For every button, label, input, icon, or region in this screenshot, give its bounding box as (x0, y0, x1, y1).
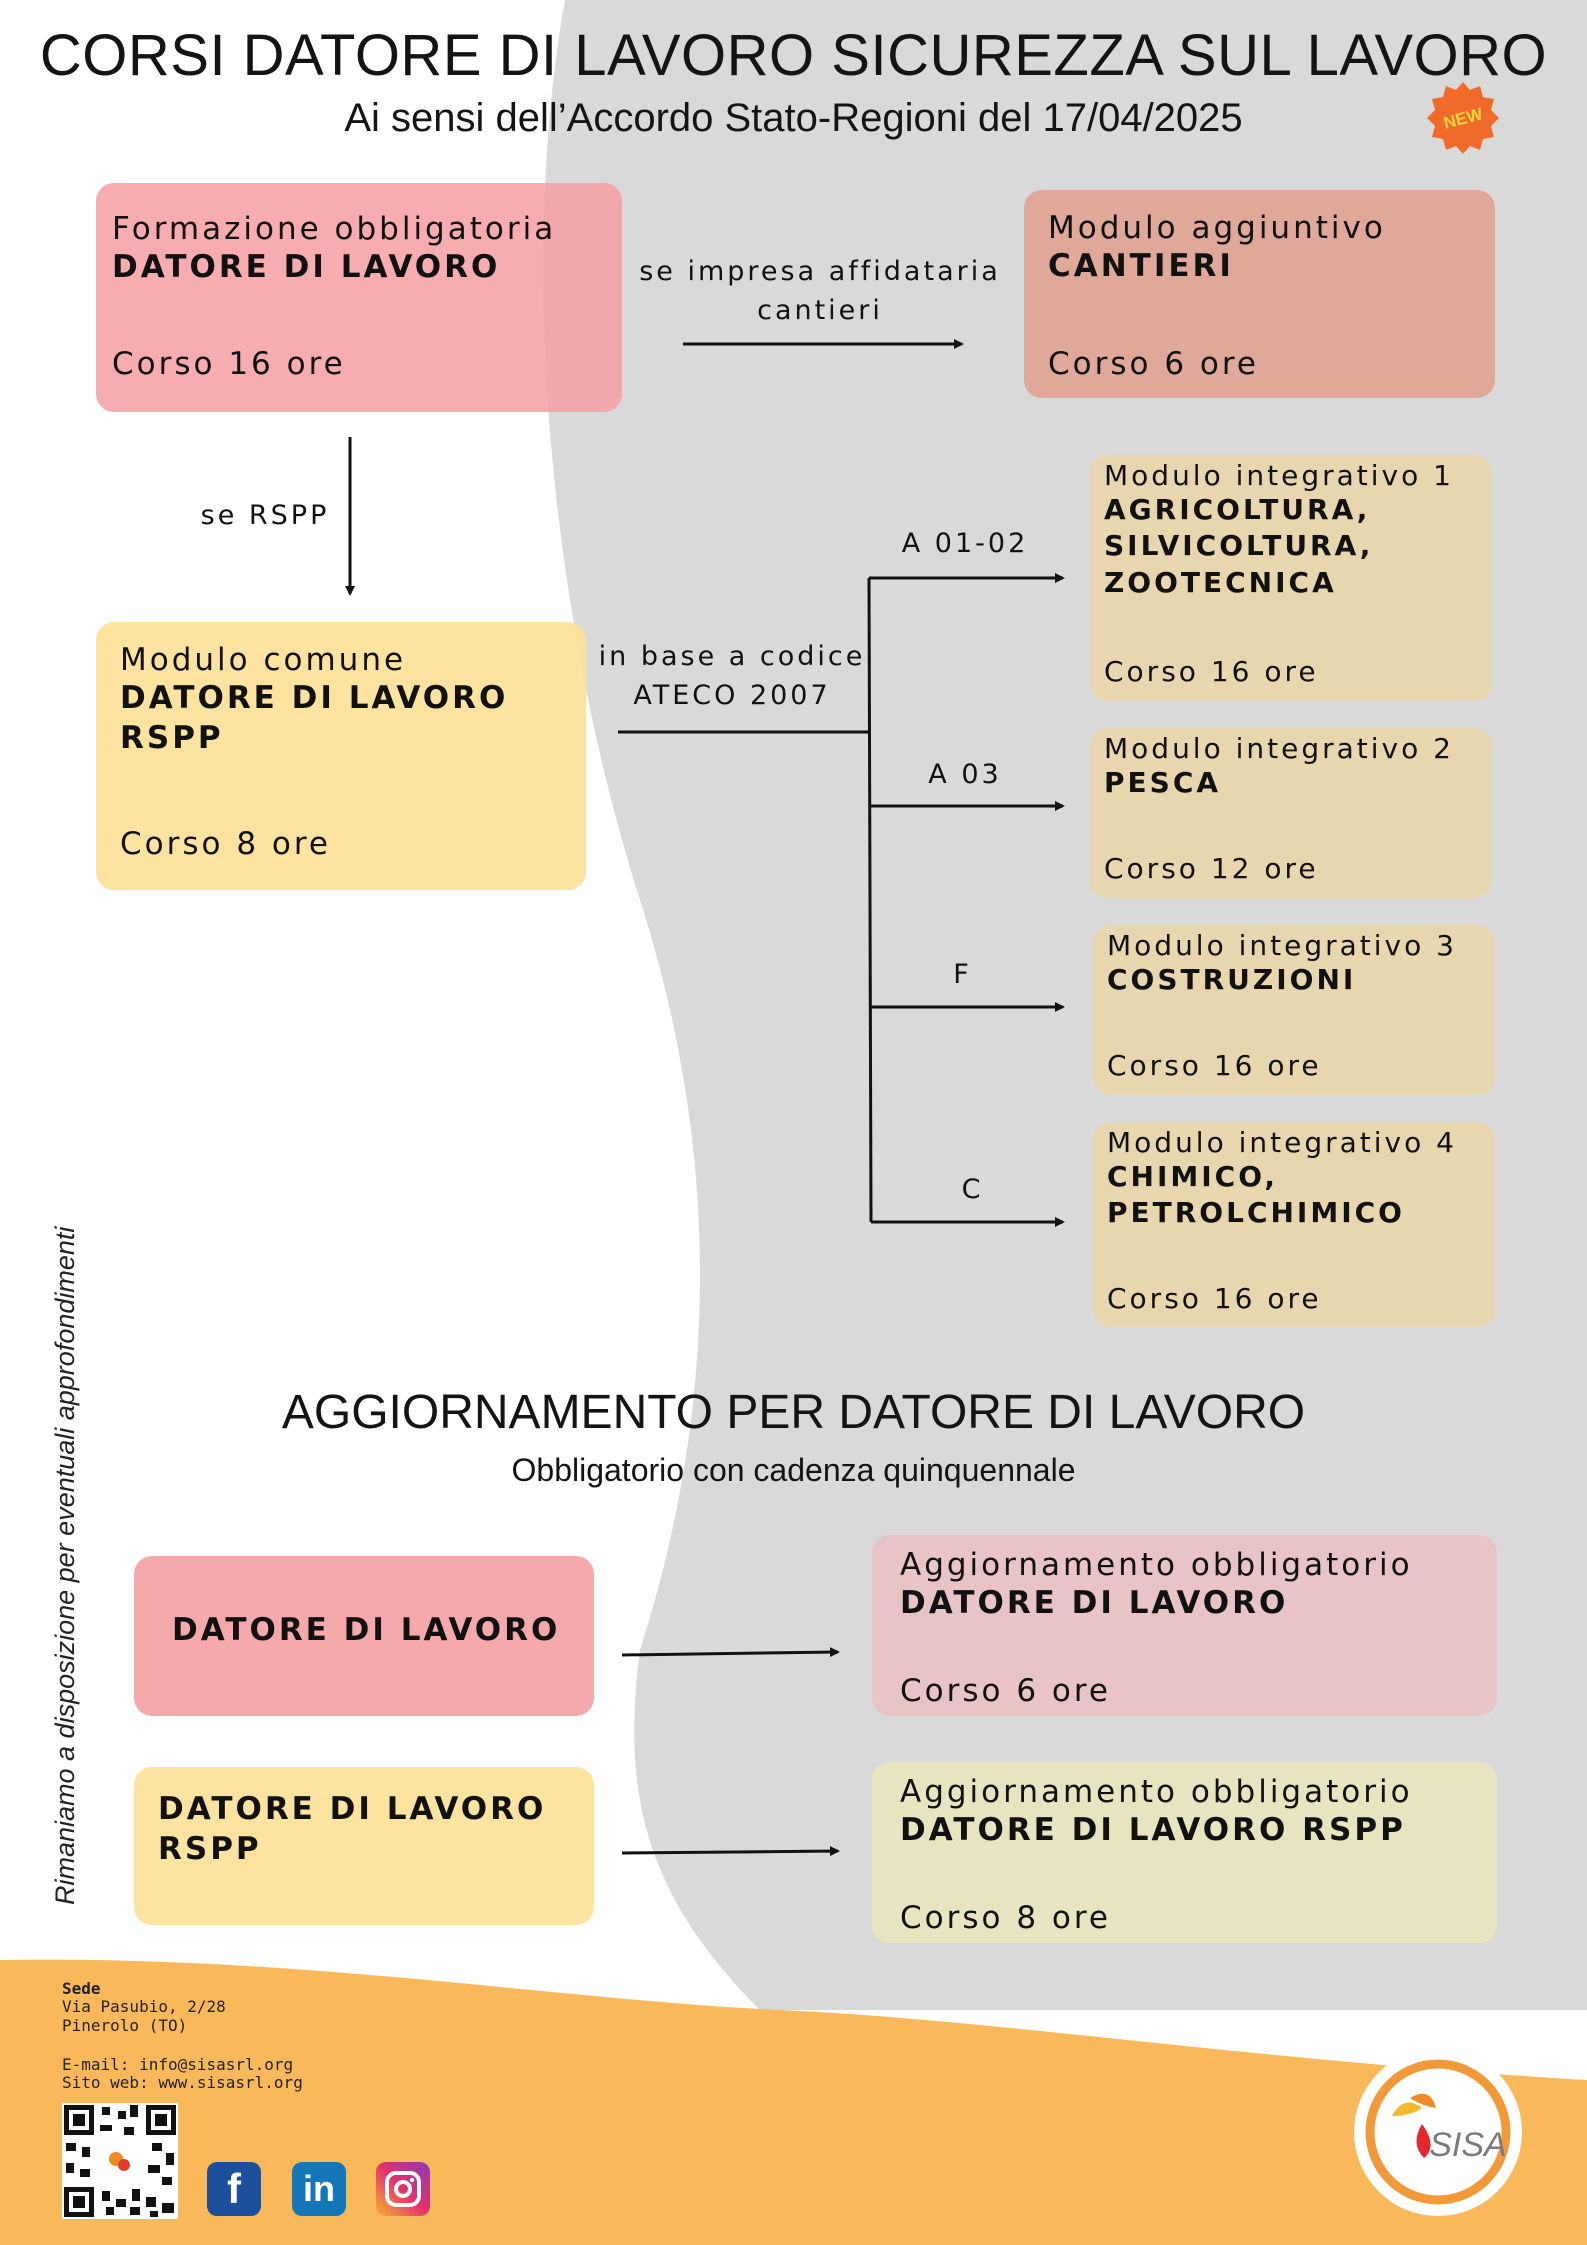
modulo-integrativo-1-line1: AGRICOLTURA, (1104, 493, 1371, 526)
modulo-comune-box: Modulo comune DATORE DI LAVORO RSPP Cors… (96, 622, 586, 890)
footer-contacts: E-mail: info@sisasrl.org Sito web: www.s… (62, 2055, 303, 2093)
modulo-integrativo-3-box: Modulo integrativo 3 COSTRUZIONI Corso 1… (1093, 925, 1495, 1095)
update-section-subtitle: Obbligatorio con cadenza quinquennale (511, 1452, 1076, 1488)
modulo-integrativo-3-hours: Corso 16 ore (1107, 1049, 1322, 1082)
facebook-icon[interactable]: f (207, 2162, 261, 2216)
sisa-logo-text: SISA (1429, 2126, 1506, 2164)
branch-code-4: C (961, 1174, 984, 1205)
modulo-integrativo-1-line2: SILVICOLTURA, (1104, 529, 1374, 563)
modulo-integrativo-4-line1: CHIMICO, (1107, 1160, 1279, 1193)
update-right-box-2-hours: Corso 8 ore (900, 1900, 1112, 1936)
cantieri-hours: Corso 6 ore (1048, 346, 1260, 382)
modulo-integrativo-2-box: Modulo integrativo 2 PESCA Corso 12 ore (1090, 728, 1492, 898)
linkedin-icon[interactable]: in (292, 2162, 346, 2216)
update-right-box-1-label: Aggiornamento obbligatorio (900, 1547, 1413, 1583)
footer-address: Sede Via Pasubio, 2/28 Pinerolo (TO) (62, 1979, 226, 2035)
update-right-box-2: Aggiornamento obbligatorio DATORE DI LAV… (872, 1762, 1497, 1943)
page-title: CORSI DATORE DI LAVORO SICUREZZA SUL LAV… (39, 23, 1548, 88)
modulo-integrativo-4-line2: PETROLCHIMICO (1107, 1196, 1405, 1230)
update-left-box-1-title: DATORE DI LAVORO (172, 1612, 561, 1648)
main-course-label: Formazione obbligatoria (112, 211, 557, 247)
update-left-box-2: DATORE DI LAVORO RSPP (134, 1767, 594, 1925)
ateco-label: in base a codice ATECO 2007 (590, 637, 874, 715)
update-left-box-1: DATORE DI LAVORO (134, 1556, 594, 1716)
arrow-update-1 (621, 1647, 840, 1658)
ateco-label-line2: ATECO 2007 (633, 680, 831, 712)
main-course-box: Formazione obbligatoria DATORE DI LAVORO… (96, 183, 622, 412)
qr-code-icon[interactable] (62, 2103, 178, 2219)
update-right-box-2-label: Aggiornamento obbligatorio (900, 1774, 1413, 1810)
modulo-integrativo-1-line3: ZOOTECNICA (1104, 565, 1337, 599)
modulo-integrativo-1-label: Modulo integrativo 1 (1104, 459, 1454, 492)
update-left-box-2-title: DATORE DI LAVORO (158, 1791, 547, 1827)
modulo-comune-title: DATORE DI LAVORO (120, 680, 509, 716)
update-left-box-2-title-rspp: RSPP (158, 1831, 262, 1868)
footer-sede-label: Sede (62, 1979, 101, 1998)
sisa-logo: SISA (1354, 2048, 1522, 2216)
cantieri-condition-line1: se impresa affidataria (639, 256, 1001, 287)
instagram-glyph (385, 2171, 421, 2207)
update-section-title: AGGIORNAMENTO PER DATORE DI LAVORO (281, 1386, 1306, 1439)
modulo-comune-label: Modulo comune (120, 642, 407, 678)
cantieri-condition-line2: cantieri (757, 295, 883, 327)
ateco-label-line1: in base a codice (598, 641, 866, 672)
modulo-integrativo-3-line1: COSTRUZIONI (1107, 963, 1357, 996)
branch-code-2: A 03 (928, 759, 1002, 790)
cantieri-condition-label: se impresa affidataria cantieri (620, 252, 1020, 330)
update-right-box-1-title: DATORE DI LAVORO (900, 1585, 1289, 1621)
page-subtitle: Ai sensi dell’Accordo Stato-Regioni del … (344, 96, 1243, 140)
modulo-comune-title-rspp: RSPP (120, 720, 224, 757)
side-note: Rimaniamo a disposizione per eventuali a… (50, 1226, 80, 1905)
footer-address-line2: Pinerolo (TO) (62, 2015, 188, 2035)
arrow-update-2 (621, 1846, 840, 1857)
modulo-integrativo-4-hours: Corso 16 ore (1107, 1282, 1322, 1315)
branch-code-3: F (953, 959, 972, 990)
cantieri-title: CANTIERI (1048, 248, 1234, 284)
main-course-title: DATORE DI LAVORO (112, 249, 501, 285)
modulo-integrativo-2-line1: PESCA (1104, 766, 1222, 799)
update-right-box-1: Aggiornamento obbligatorio DATORE DI LAV… (872, 1535, 1497, 1716)
cantieri-label: Modulo aggiuntivo (1048, 210, 1386, 246)
modulo-comune-hours: Corso 8 ore (120, 826, 332, 862)
instagram-icon[interactable] (376, 2162, 430, 2216)
modulo-integrativo-1-box: Modulo integrativo 1 AGRICOLTURA, SILVIC… (1090, 455, 1492, 701)
main-course-hours: Corso 16 ore (112, 346, 346, 382)
modulo-integrativo-4-box: Modulo integrativo 4 CHIMICO, PETROLCHIM… (1093, 1122, 1495, 1327)
update-right-box-2-title: DATORE DI LAVORO RSPP (900, 1812, 1406, 1848)
footer-email[interactable]: E-mail: info@sisasrl.org (62, 2055, 294, 2074)
footer-website[interactable]: Sito web: www.sisasrl.org (62, 2073, 303, 2093)
footer-address-line1: Via Pasubio, 2/28 (62, 1997, 226, 2017)
modulo-integrativo-2-label: Modulo integrativo 2 (1104, 732, 1454, 765)
branch-code-1: A 01-02 (901, 528, 1029, 559)
modulo-integrativo-4-label: Modulo integrativo 4 (1107, 1126, 1457, 1159)
modulo-integrativo-3-label: Modulo integrativo 3 (1107, 929, 1457, 962)
branch-trunk (867, 577, 873, 1223)
modulo-integrativo-2-hours: Corso 12 ore (1104, 852, 1319, 885)
update-right-box-1-hours: Corso 6 ore (900, 1673, 1112, 1709)
rspp-condition-label: se RSPP (200, 500, 330, 531)
new-badge-icon: NEW (1427, 82, 1499, 154)
cantieri-box: Modulo aggiuntivo CANTIERI Corso 6 ore (1024, 190, 1495, 398)
modulo-integrativo-1-hours: Corso 16 ore (1104, 655, 1319, 688)
